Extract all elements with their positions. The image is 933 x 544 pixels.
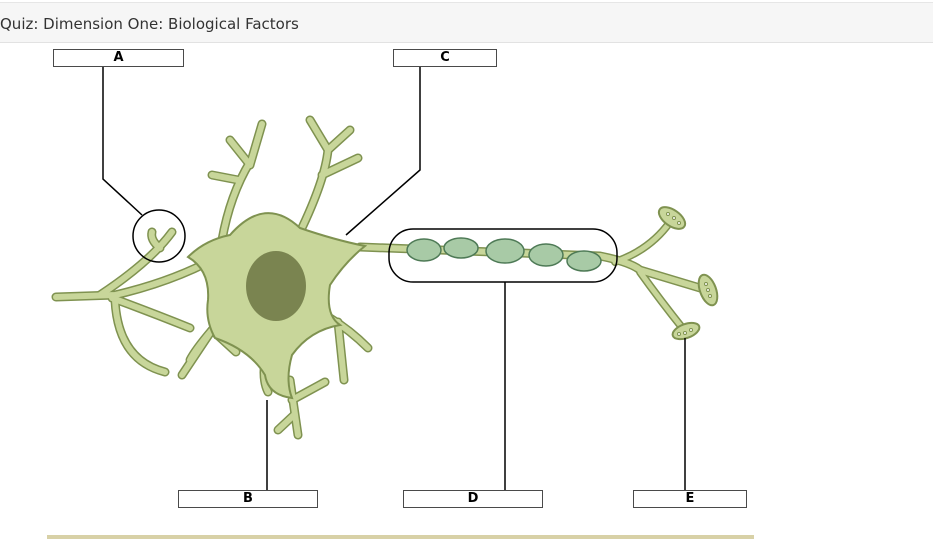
- drop-zone-e[interactable]: E: [633, 490, 747, 508]
- drop-zone-c[interactable]: C: [393, 49, 497, 67]
- quiz-header: Quiz: Dimension One: Biological Factors: [0, 3, 933, 43]
- page-title: Quiz: Dimension One: Biological Factors: [0, 15, 299, 33]
- drop-zone-b[interactable]: B: [178, 490, 318, 508]
- drop-zone-a[interactable]: A: [53, 49, 184, 67]
- top-border: [0, 2, 933, 3]
- callout-markers: [132, 209, 618, 283]
- leader-lines: [102, 67, 686, 490]
- axon-terminals: [657, 206, 719, 341]
- drop-zone-d[interactable]: D: [403, 490, 543, 508]
- axon: [355, 218, 705, 334]
- bottom-divider: [47, 535, 754, 539]
- dendrites: [51, 115, 373, 440]
- nucleus: [246, 251, 306, 321]
- myelin-sheath: [406, 237, 602, 272]
